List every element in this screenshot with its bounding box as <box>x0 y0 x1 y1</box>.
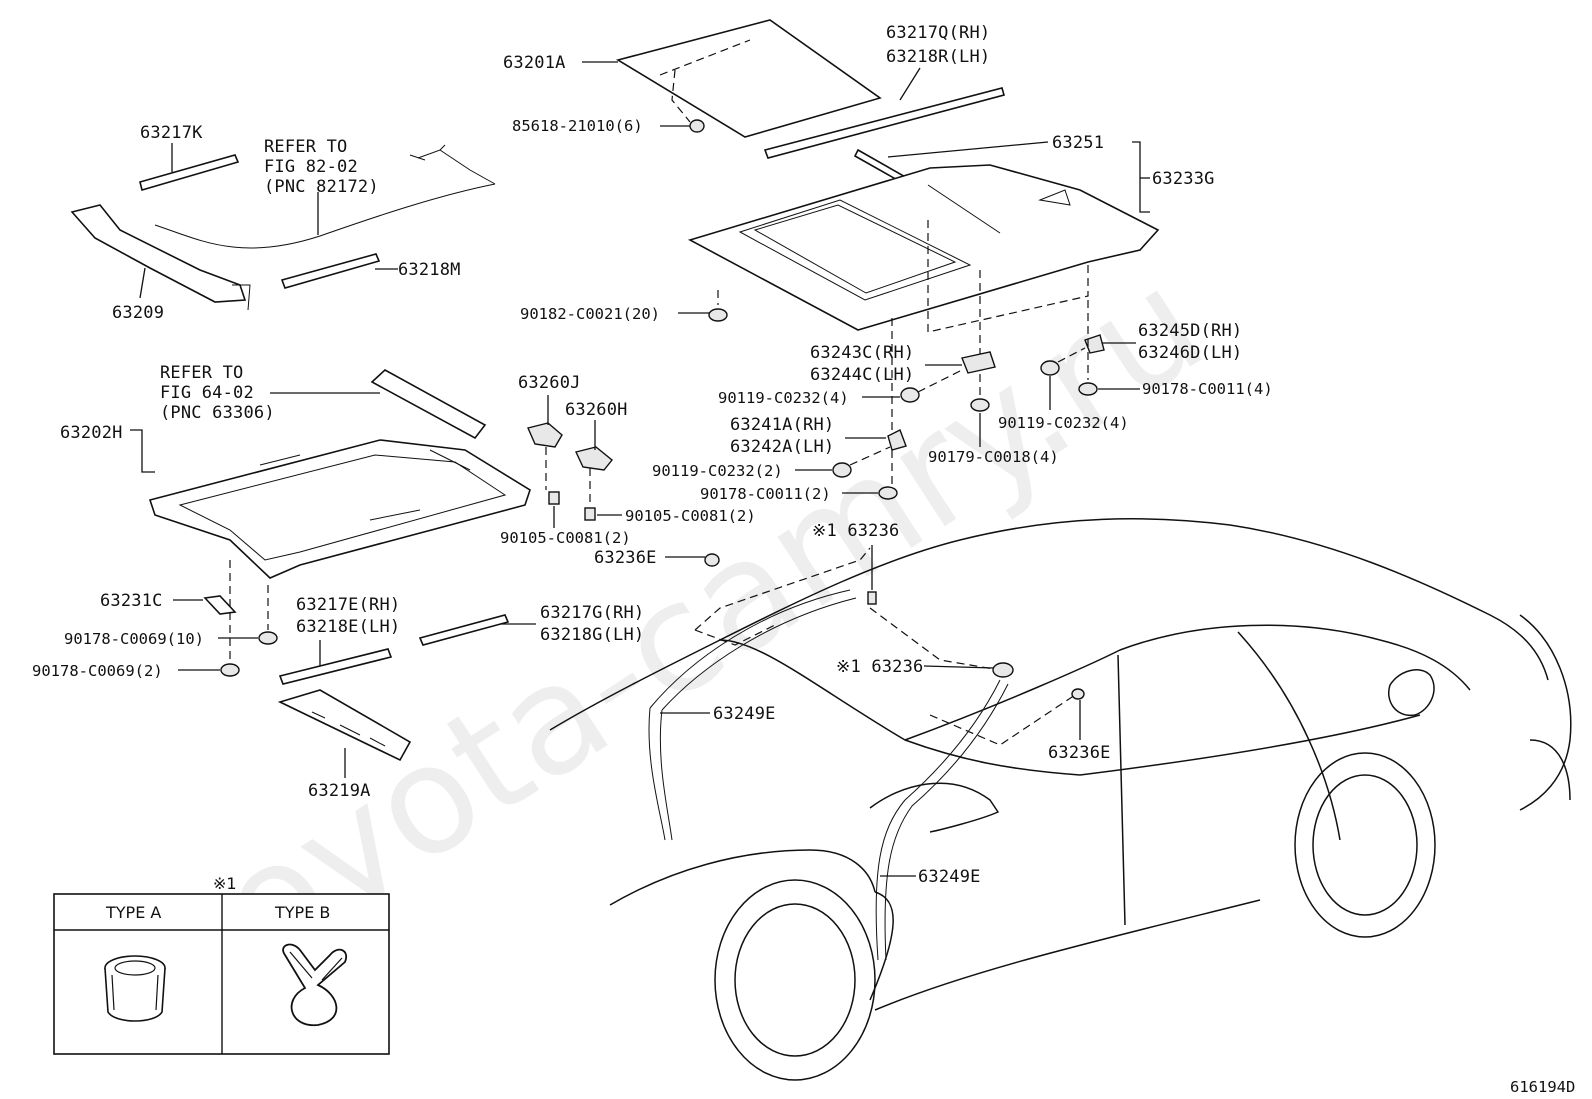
type-a-clip-icon <box>104 955 166 1022</box>
label-refer1b: FIG 82-02 <box>264 157 358 177</box>
clip-90178-C0069-part <box>220 631 278 677</box>
label-63236E-a: 63236E <box>594 548 657 568</box>
label-63241A: 63241A(RH) <box>730 415 834 435</box>
bolt-90105-part <box>548 491 596 521</box>
label-90119-a: 90119-C0232(4) <box>718 389 849 407</box>
motor-63260J-part <box>527 422 563 448</box>
label-63245D: 63245D(RH) <box>1138 321 1242 341</box>
label-90119-b: 90119-C0232(4) <box>998 414 1129 432</box>
table-type-a: TYPE A <box>105 903 161 922</box>
label-90105-a: 90105-C0081(2) <box>625 507 756 525</box>
weatherstrip-63249E-a-part <box>648 589 857 841</box>
label-63217G: 63217G(RH) <box>540 603 644 623</box>
label-refer2a: REFER TO <box>160 363 243 383</box>
bracket-63231C-part <box>203 595 237 615</box>
label-90105-b: 90105-C0081(2) <box>500 529 631 547</box>
clip-90179-part <box>970 398 990 412</box>
panel-63219A-part <box>277 689 412 762</box>
label-63217E: 63217E(RH) <box>296 595 400 615</box>
weatherstrip-63249E-b-part <box>875 679 1009 961</box>
clip-type-table: ※1 TYPE A TYPE B <box>53 874 390 1055</box>
moulding-63217G-part <box>418 614 510 646</box>
label-63218E: 63218E(LH) <box>296 617 400 637</box>
label-90182: 90182-C0021(20) <box>520 305 660 323</box>
label-63218R: 63218R(LH) <box>886 47 990 67</box>
label-63201A: 63201A <box>503 53 566 73</box>
roof-moulding-long-part <box>763 87 1005 159</box>
label-90119-c: 90119-C0232(2) <box>652 462 783 480</box>
moulding-63217E-part <box>278 648 393 685</box>
bracket-63245D-part <box>1084 334 1105 354</box>
label-63218M: 63218M <box>398 260 461 280</box>
bracket-63243C-part <box>961 351 996 374</box>
label-63236-a: ※1 63236 <box>812 521 900 541</box>
label-refer1a: REFER TO <box>264 137 347 157</box>
label-63251: 63251 <box>1052 133 1104 153</box>
table-type-b: TYPE B <box>274 903 330 922</box>
table-note-mark: ※1 <box>213 874 237 893</box>
label-90178-C0069-10: 90178-C0069(10) <box>64 630 204 648</box>
sunroof-frame-part <box>148 439 531 579</box>
label-63218G: 63218G(LH) <box>540 625 644 645</box>
motor-63260H-part <box>575 446 613 471</box>
label-63246D: 63246D(LH) <box>1138 343 1242 363</box>
label-63242A: 63242A(LH) <box>730 437 834 457</box>
label-63219A: 63219A <box>308 781 371 801</box>
label-63231C: 63231C <box>100 591 163 611</box>
label-85618: 85618-21010(6) <box>512 117 643 135</box>
label-63217K: 63217K <box>140 123 203 143</box>
label-90178-C0011-4: 90178-C0011(4) <box>1142 380 1273 398</box>
label-refer2b: FIG 64-02 <box>160 383 254 403</box>
label-63236E-b: 63236E <box>1048 743 1111 763</box>
label-63249E-a: 63249E <box>713 704 776 724</box>
type-b-clip-icon <box>282 943 348 1026</box>
bracket-63241A-part <box>887 429 907 451</box>
label-63260H: 63260H <box>565 400 628 420</box>
label-63260J: 63260J <box>518 373 581 393</box>
drain-hose-harness-part <box>154 144 496 249</box>
label-refer1c: (PNC 82172) <box>264 177 379 197</box>
label-63209: 63209 <box>112 303 164 323</box>
roof-header-63209-part <box>70 204 251 311</box>
clip-90182-part <box>708 308 728 322</box>
label-63233G: 63233G <box>1152 169 1215 189</box>
label-refer2c: (PNC 63306) <box>160 403 275 423</box>
label-90178-C0011-2: 90178-C0011(2) <box>700 485 831 503</box>
moulding-63218M-part <box>280 253 381 289</box>
label-63249E-b: 63249E <box>918 867 981 887</box>
car-body-outline <box>549 518 1572 1081</box>
label-63244C: 63244C(LH) <box>810 365 914 385</box>
label-63202H: 63202H <box>60 423 123 443</box>
nut-90119-part <box>832 360 1060 478</box>
sunshade-rail-part <box>370 369 487 440</box>
figure-code: 616194D <box>1510 1078 1575 1096</box>
roof-glass-part <box>615 19 882 138</box>
label-63217Q: 63217Q(RH) <box>886 23 990 43</box>
roof-panel-part <box>687 164 1160 331</box>
label-90178-C0069-2: 90178-C0069(2) <box>32 662 163 680</box>
clip-90178-C0011-part <box>878 382 1098 500</box>
clip-63236-a-part <box>867 591 1014 678</box>
clip-63236E-part <box>704 553 1085 700</box>
screw-85618-part <box>689 119 705 133</box>
label-63236-b: ※1 63236 <box>836 657 924 677</box>
moulding-63217K-part <box>139 154 240 192</box>
label-63243C: 63243C(RH) <box>810 343 914 363</box>
label-90179: 90179-C0018(4) <box>928 448 1059 466</box>
